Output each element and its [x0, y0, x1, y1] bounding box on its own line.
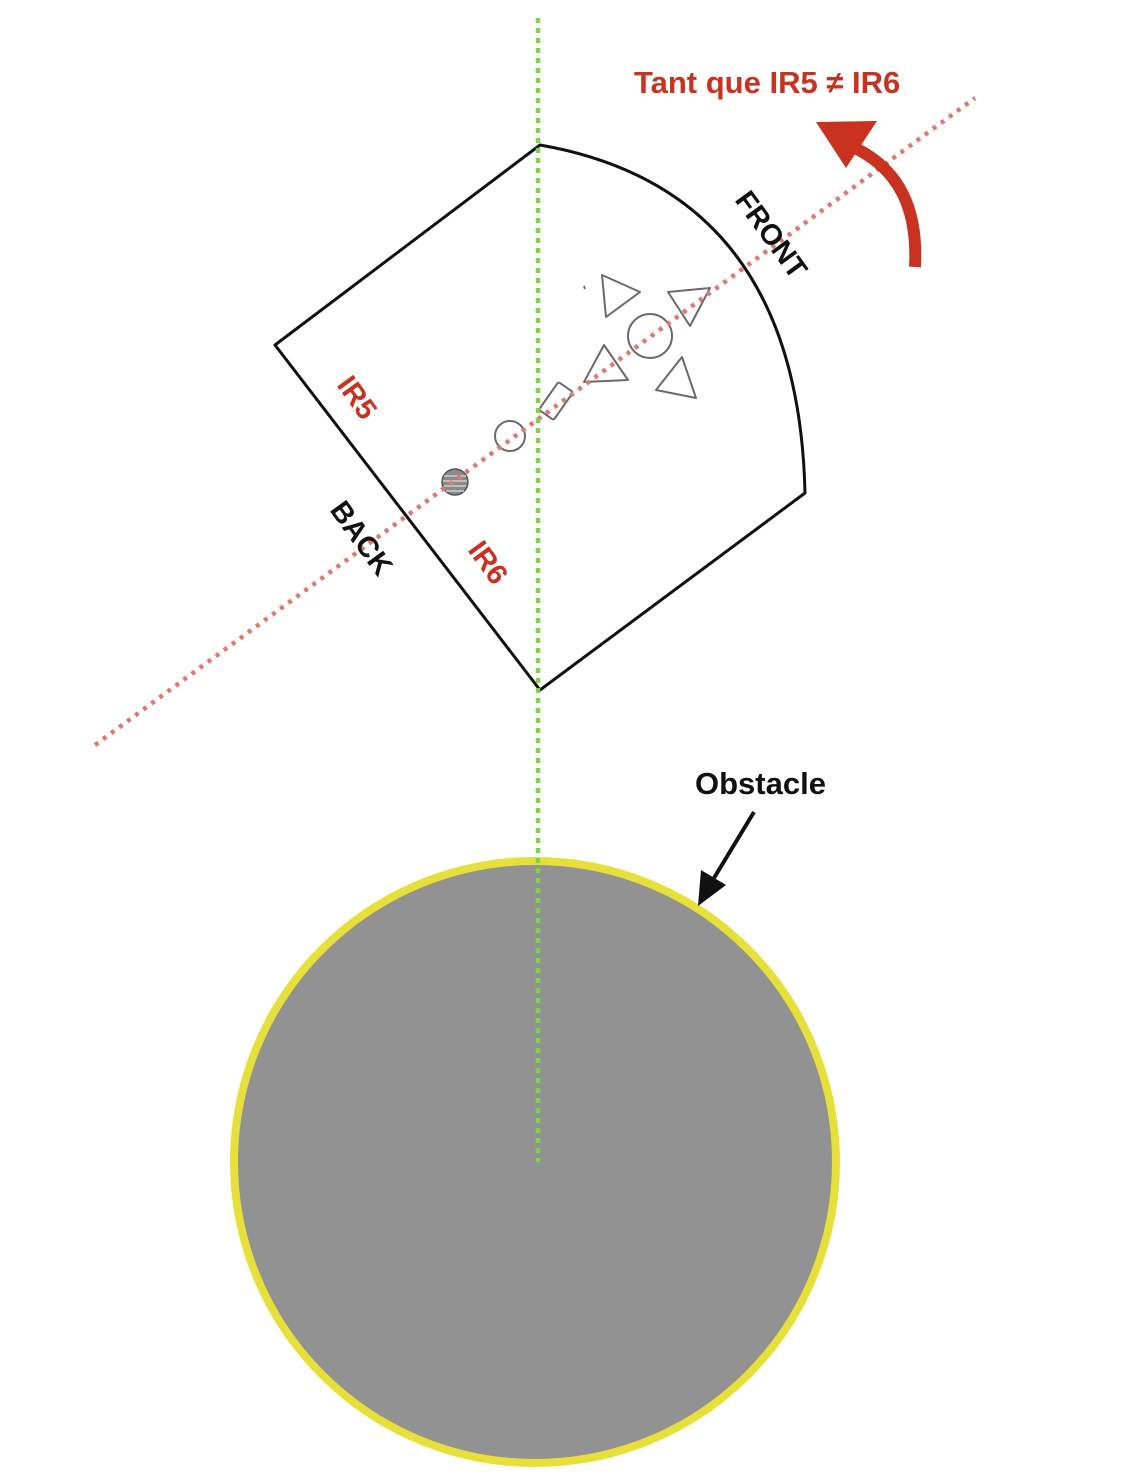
rotation-arrow-head — [816, 121, 877, 168]
obstacle-label: Obstacle — [695, 766, 826, 801]
sensor-rectangle — [538, 381, 574, 421]
ir5-label: IR5 — [330, 370, 382, 425]
back-label: BACK — [323, 495, 398, 582]
striped-speaker — [441, 468, 469, 496]
robot-axis-dotted-line — [93, 96, 977, 747]
main-wheel-circle — [627, 313, 673, 359]
triangle-lower-left — [583, 344, 629, 383]
robot-components — [494, 274, 711, 452]
triangle-upper-left — [601, 274, 641, 318]
ir6-label: IR6 — [461, 535, 513, 590]
obstacle-pointer-head — [698, 870, 726, 906]
rotation-arrow-stroke — [852, 142, 922, 268]
obstacle-pointer-line — [712, 810, 756, 880]
triangle-lower-right — [655, 356, 697, 399]
small-caster-circle — [494, 420, 526, 452]
robot-body-outline — [273, 143, 807, 692]
obstacle-circle — [230, 857, 840, 1467]
condition-label: Tant que IR5 ≠ IR6 — [634, 65, 900, 100]
triangle-upper-right — [667, 287, 711, 327]
tiny-mark — [583, 285, 586, 290]
